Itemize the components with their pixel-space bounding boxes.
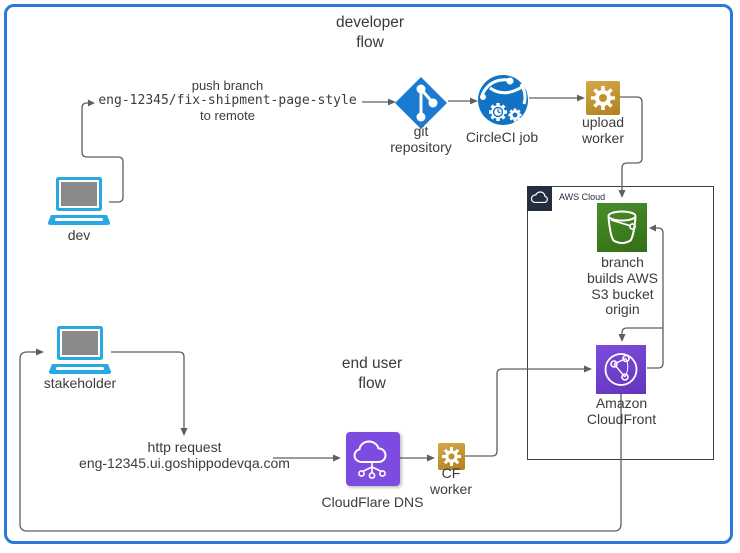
s3-bucket-icon	[597, 203, 647, 252]
s3-bucket-label: branch builds AWS S3 bucket origin	[570, 254, 675, 318]
s3-label-line1: branch	[601, 254, 644, 270]
upload-worker-label-line1: upload	[581, 114, 625, 130]
title-developer-line2: flow	[356, 33, 384, 51]
title-end-user-line1: end user	[341, 355, 403, 372]
cf-worker-label: CF worker	[410, 465, 492, 497]
cloudfront-label-line1: Amazon	[595, 395, 648, 411]
aws-cloud-label: AWS Cloud	[559, 192, 606, 202]
title-end-user-line2: flow	[358, 374, 386, 392]
push-branch-line3: to remote	[200, 108, 255, 124]
dev-laptop-icon	[47, 177, 111, 229]
aws-cloud-icon	[527, 186, 552, 211]
cloudflare-dns-icon	[346, 432, 400, 486]
circleci-icon	[477, 74, 529, 126]
http-request-line2: eng-12345.ui.goshippodevqa.com	[79, 454, 290, 471]
cf-worker-label-line2: worker	[429, 481, 472, 498]
s3-label-line4: origin	[605, 301, 640, 318]
git-repository-label: git repository	[361, 123, 481, 155]
cf-worker-label-line1: CF	[441, 465, 461, 481]
cloudfront-label: Amazon CloudFront	[564, 395, 679, 427]
stakeholder-laptop-icon	[48, 326, 112, 378]
push-branch-line1: push branch	[191, 78, 264, 93]
stakeholder-label: stakeholder	[43, 375, 117, 391]
upload-worker-gear-icon	[586, 81, 620, 115]
upload-worker-label-line2: worker	[581, 130, 624, 147]
push-branch-name: eng-12345/fix-shipment-page-style	[98, 93, 357, 109]
http-request-annotation: http request eng-12345.ui.goshippodevqa.…	[62, 439, 307, 471]
dev-label: dev	[67, 227, 91, 243]
upload-worker-label: upload worker	[562, 114, 644, 146]
title-end-user-flow: end user flow	[302, 354, 442, 394]
git-label-line2: repository	[390, 139, 452, 156]
git-repository-icon	[393, 75, 449, 131]
push-branch-annotation: push branch eng-12345/fix-shipment-page-…	[85, 78, 370, 123]
circleci-label: CircleCI job	[465, 129, 539, 145]
s3-label-line3: S3 bucket	[591, 285, 654, 302]
git-label-line1: git	[413, 123, 429, 139]
page-border	[4, 4, 733, 544]
title-developer-flow: developer flow	[300, 13, 440, 53]
cloudfront-label-line2: CloudFront	[586, 411, 657, 428]
title-developer-line1: developer	[335, 14, 405, 31]
s3-label-line2: builds AWS	[586, 269, 659, 286]
http-request-line1: http request	[147, 439, 222, 455]
cloudfront-globe-icon	[596, 345, 646, 394]
